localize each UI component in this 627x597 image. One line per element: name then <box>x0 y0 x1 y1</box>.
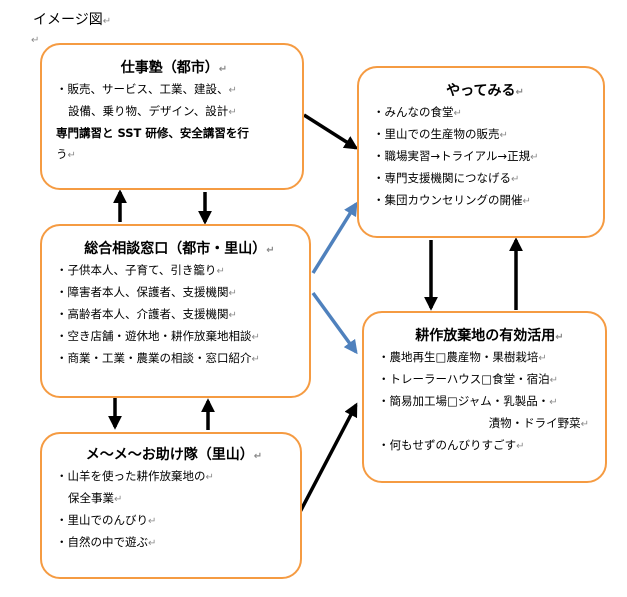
list-item: ・簡易加工場□ジャム・乳製品・↵ <box>378 394 558 408</box>
list-item: ・里山でのんびり↵ <box>56 513 157 527</box>
mee-otasuke-box: メ～メ～お助け隊（里山）↵ ・山羊を使った耕作放棄地の↵ 保全事業↵ ・里山での… <box>40 432 302 579</box>
list-item: ・専門支援機関につなげる↵ <box>373 171 520 185</box>
yattemiru-box: やってみる↵ ・みんなの食堂↵ ・里山での生産物の販売↵ ・職場実習→トライアル… <box>357 66 605 238</box>
arrow-madoguchi-to-kosaku <box>311 291 358 355</box>
list-item: ・山羊を使った耕作放棄地の↵ <box>56 469 214 483</box>
list-item: 設備、乗り物、デザイン、設計↵ <box>68 104 237 118</box>
figure-caption: イメージ図↵ <box>33 12 112 28</box>
list-item: う↵ <box>56 147 76 161</box>
list-item: 保全事業↵ <box>68 491 123 505</box>
list-item: ・商業・工業・農業の相談・窓口紹介↵ <box>56 351 260 365</box>
list-item: ・職場実習→トライアル→正規↵ <box>373 149 539 163</box>
list-item: ・何もせずのんびりすごす↵ <box>378 438 525 452</box>
list-item: ・農地再生□農産物・果樹栽培↵ <box>378 350 547 364</box>
list-item: ・みんなの食堂↵ <box>373 105 462 119</box>
paragraph-mark-icon: ↵ <box>102 16 112 27</box>
arrow-otasuke-to-kosaku <box>298 402 358 513</box>
box-title: 総合相談窓口（都市・里山）↵ <box>84 241 275 257</box>
list-item: 漬物・ドライ野菜↵ <box>488 416 589 430</box>
shigoto-juku-box: 仕事塾（都市）↵ ・販売、サービス、工業、建設、↵ 設備、乗り物、デザイン、設計… <box>40 43 304 190</box>
arrow-shigoto-to-yattemiru <box>303 113 359 150</box>
box-title: 仕事塾（都市）↵ <box>120 60 228 76</box>
arrow-madoguchi-to-yattemiru <box>311 201 358 274</box>
list-item: ・集団カウンセリングの開催↵ <box>373 193 531 207</box>
list-item: ・トレーラーハウス□食堂・宿泊↵ <box>378 372 559 386</box>
list-item: ・子供本人、子育て、引き籠り↵ <box>56 263 225 277</box>
kosaku-hokichi-box: 耕作放棄地の有効活用↵ ・農地再生□農産物・果樹栽培↵ ・トレーラーハウス□食堂… <box>362 311 607 483</box>
box-title: メ～メ～お助け隊（里山）↵ <box>85 447 263 463</box>
paragraph-mark-icon: ↵ <box>31 35 40 46</box>
list-item: 専門講習と SST 研修、安全講習を行 <box>56 126 249 140</box>
box-title: やってみる↵ <box>446 83 524 99</box>
list-item: ・高齢者本人、介護者、支援機関↵ <box>56 307 237 321</box>
box-title: 耕作放棄地の有効活用↵ <box>415 328 564 344</box>
sogo-madoguchi-box: 総合相談窓口（都市・里山）↵ ・子供本人、子育て、引き籠り↵ ・障害者本人、保護… <box>40 224 311 398</box>
list-item: ・空き店舗・遊休地・耕作放棄地相談↵ <box>56 329 260 343</box>
list-item: ・里山での生産物の販売↵ <box>373 127 508 141</box>
list-item: ・自然の中で遊ぶ↵ <box>56 535 157 549</box>
list-item: ・販売、サービス、工業、建設、↵ <box>56 82 237 96</box>
list-item: ・障害者本人、保護者、支援機関↵ <box>56 285 237 299</box>
